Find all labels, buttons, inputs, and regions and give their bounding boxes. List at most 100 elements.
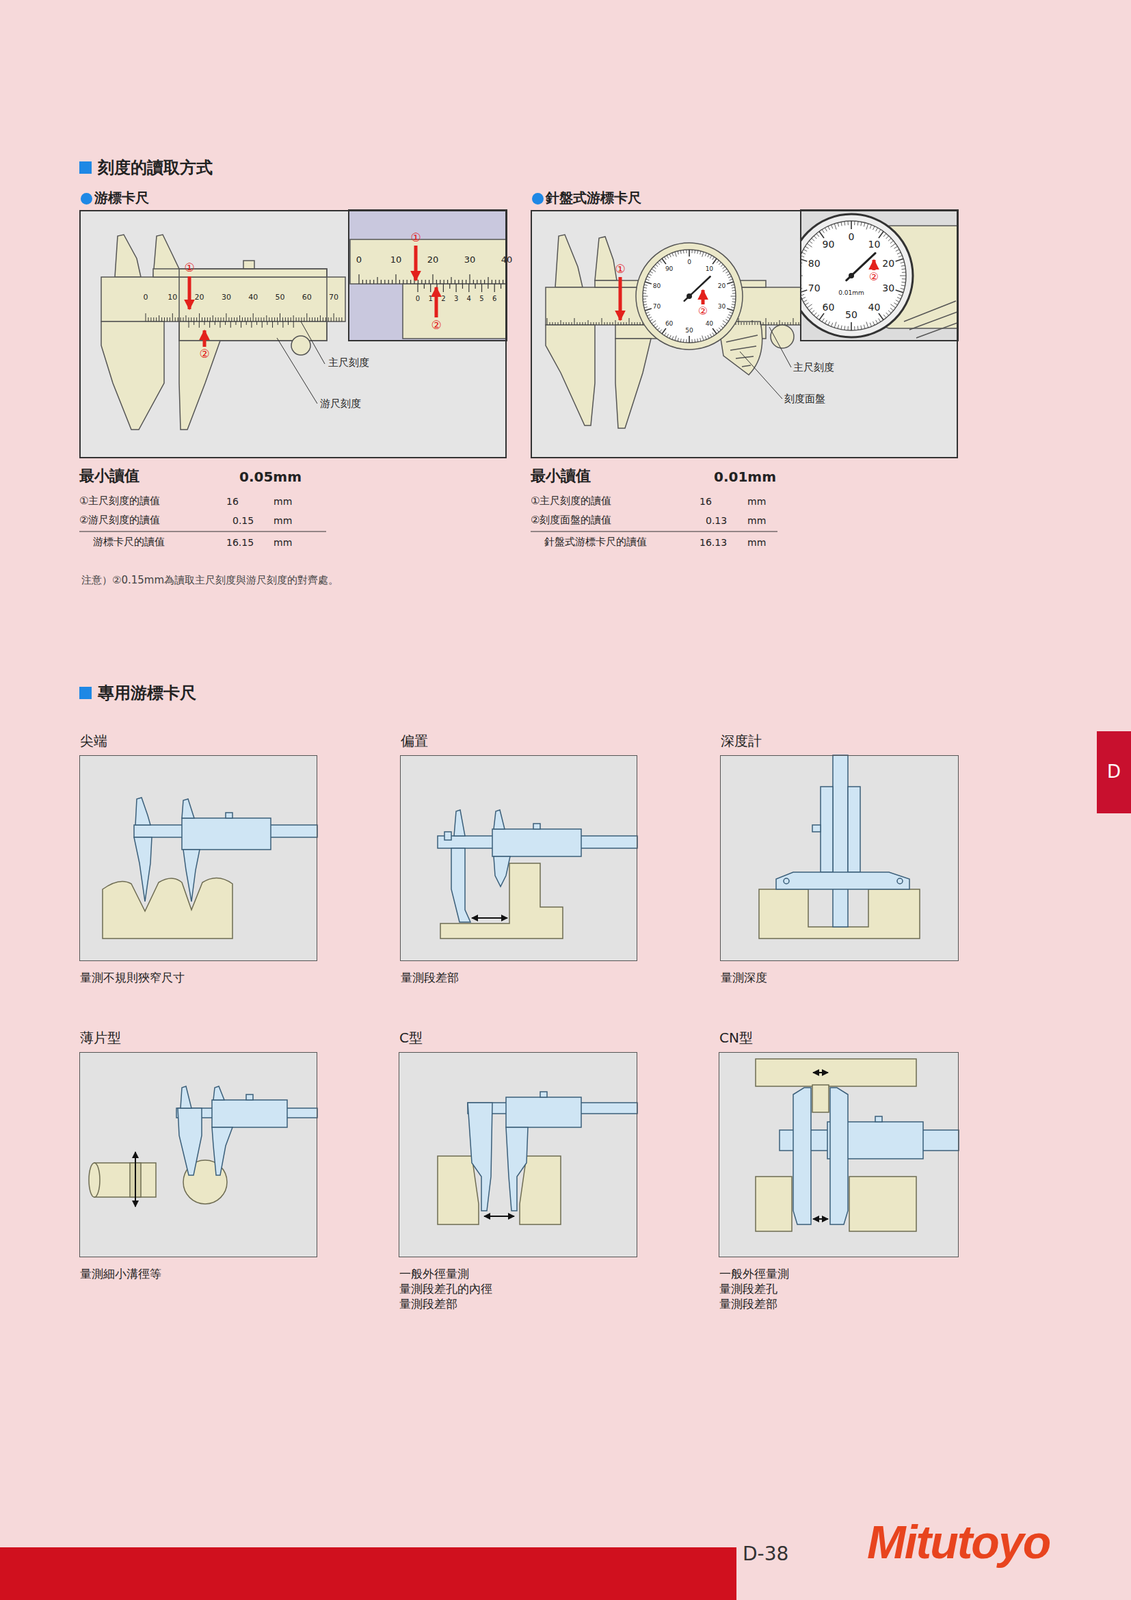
scale-tick — [863, 222, 865, 228]
scale-tick — [193, 317, 195, 322]
scale-tick — [593, 322, 595, 325]
node-heading: C型 — [399, 1029, 423, 1046]
scale-tick — [328, 317, 329, 322]
scale-tick — [831, 322, 833, 327]
scale-tick — [664, 332, 667, 336]
needle-hub — [686, 293, 693, 299]
example-tile: 薄片型量測細小溝徑等 — [79, 1051, 318, 1257]
scale-tick — [685, 249, 687, 254]
scale-tick — [813, 235, 817, 239]
scale-tick — [857, 325, 859, 330]
scale-tick — [803, 248, 807, 251]
scale-tick — [256, 321, 258, 325]
callout-number: ② — [698, 305, 708, 317]
scale-tick — [153, 317, 154, 322]
scale-tick — [828, 226, 831, 230]
scale-number: 30 — [464, 255, 476, 264]
scale-tick — [726, 281, 734, 284]
scale-tick — [204, 317, 206, 322]
scale-tick — [746, 322, 748, 325]
dial-caliper-figure — [530, 209, 958, 459]
scale-tick — [890, 304, 896, 308]
dial-number: 90 — [822, 239, 835, 249]
scale-tick — [643, 289, 647, 292]
scale-tick — [336, 317, 338, 322]
scale-tick — [718, 261, 721, 265]
node-heading: 尖端 — [80, 732, 108, 749]
scale-tick — [172, 313, 174, 322]
scale-tick — [878, 231, 884, 238]
vernier-caliper-figure — [79, 209, 507, 459]
scale-tick — [854, 220, 855, 225]
scale-tick — [180, 317, 182, 322]
scale-tick — [752, 320, 753, 325]
scale-tick — [585, 322, 587, 325]
scale-tick — [657, 261, 660, 265]
scale-tick — [322, 317, 324, 322]
scale-tick — [688, 335, 690, 343]
scale-tick — [491, 279, 493, 284]
scale-tick — [803, 300, 807, 303]
scale-tick — [646, 311, 650, 314]
dial-number: 30 — [717, 303, 726, 310]
scale-tick — [644, 281, 652, 284]
scale-tick — [190, 317, 192, 322]
scale-tick — [253, 313, 254, 322]
scale-tick — [282, 321, 284, 328]
scale-tick — [599, 322, 600, 325]
scale-tick — [653, 266, 657, 269]
scale-tick — [430, 283, 431, 292]
scale-tick — [293, 315, 295, 322]
scale-tick — [725, 271, 729, 274]
scale-tick — [642, 298, 647, 299]
heading-bullet — [531, 192, 544, 205]
scale-tick — [821, 229, 824, 233]
scale-tick — [436, 279, 437, 284]
scale-tick — [465, 279, 467, 284]
scale-tick — [732, 292, 736, 294]
table-rules — [79, 530, 778, 532]
scale-tick — [417, 283, 418, 292]
scale-tick — [801, 265, 803, 266]
scale-tick — [391, 279, 393, 284]
scale-tick — [709, 255, 712, 258]
scale-tick — [666, 333, 669, 337]
scale-tick — [574, 317, 576, 325]
scale-tick — [712, 257, 715, 260]
table-heading: 最小讀值 — [79, 468, 140, 484]
scale-tick — [447, 279, 448, 284]
scale-tick — [239, 315, 241, 322]
scale-number: 30 — [221, 293, 232, 301]
dial-number: 70 — [653, 303, 661, 310]
scale-tick — [793, 317, 794, 325]
scale-tick — [265, 315, 267, 322]
scale-tick — [801, 275, 803, 277]
scale-tick — [847, 326, 848, 331]
scale-tick — [473, 279, 474, 284]
scale-tick — [369, 279, 371, 284]
scale-tick — [716, 329, 719, 333]
scale-tick — [272, 321, 273, 328]
table-cell: 游標卡尺的讀值 — [92, 536, 165, 548]
scale-tick — [399, 279, 401, 284]
scale-tick — [801, 285, 803, 286]
table-cell: 0.15 — [232, 515, 254, 526]
scale-tick — [358, 274, 359, 284]
table-cell: 針盤式游標卡尺的讀值 — [544, 536, 647, 548]
scale-tick — [669, 253, 671, 258]
dial-number: 10 — [868, 239, 881, 249]
scale-tick — [732, 300, 736, 303]
scale-tick — [661, 328, 667, 334]
scale-tick — [596, 322, 597, 325]
scale-tick — [207, 317, 208, 322]
scale-tick — [547, 317, 548, 325]
scale-tick — [147, 317, 149, 322]
scale-tick — [875, 320, 878, 324]
scale-tick — [873, 321, 876, 325]
scale-number: 4 — [467, 295, 472, 303]
scale-tick — [443, 279, 445, 284]
table-cell: ②游尺刻度的讀值 — [79, 514, 161, 526]
scale-tick — [421, 279, 422, 284]
scale-tick — [161, 317, 163, 322]
dial-number: 40 — [868, 302, 881, 312]
